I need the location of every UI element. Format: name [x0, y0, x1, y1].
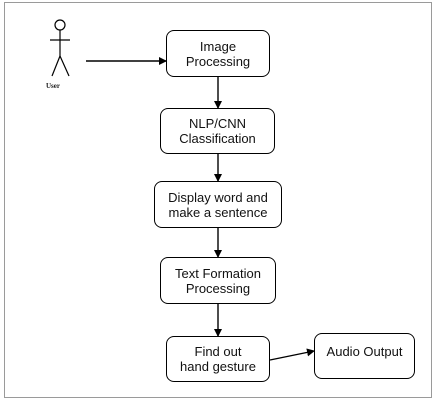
node-image-processing: Image Processing: [166, 30, 270, 77]
node-text-line: Classification: [179, 131, 256, 146]
node-find-out-hand-gesture: Find out hand gesture: [166, 336, 270, 382]
node-text-line: Find out: [194, 344, 242, 359]
stick-figure-user-icon: [50, 19, 70, 77]
node-text-line: Image: [199, 38, 237, 54]
diagram-frame: [4, 2, 432, 398]
node-text-line: hand gesture: [180, 359, 256, 374]
node-nlp-cnn-classification: NLP/CNN Classification: [160, 108, 275, 154]
user-label: User: [46, 82, 60, 90]
node-text-line: NLP/CNN: [188, 116, 247, 131]
node-text-line: Display word and: [168, 189, 268, 205]
node-display-word-make-sentence: Display word and make a sentence: [154, 181, 282, 228]
node-text-formation-processing: Text Formation Processing: [160, 257, 276, 304]
node-text-line: Text Formation: [175, 265, 261, 281]
node-audio-output: Audio Output: [314, 333, 415, 379]
node-text-line: make a sentence: [168, 204, 268, 220]
edge-find-gesture-to-audio-output: [269, 348, 315, 361]
node-text-line: Processing: [185, 280, 251, 296]
node-text-line: Audio Output: [326, 344, 403, 359]
node-text-line: Processing: [185, 53, 251, 69]
